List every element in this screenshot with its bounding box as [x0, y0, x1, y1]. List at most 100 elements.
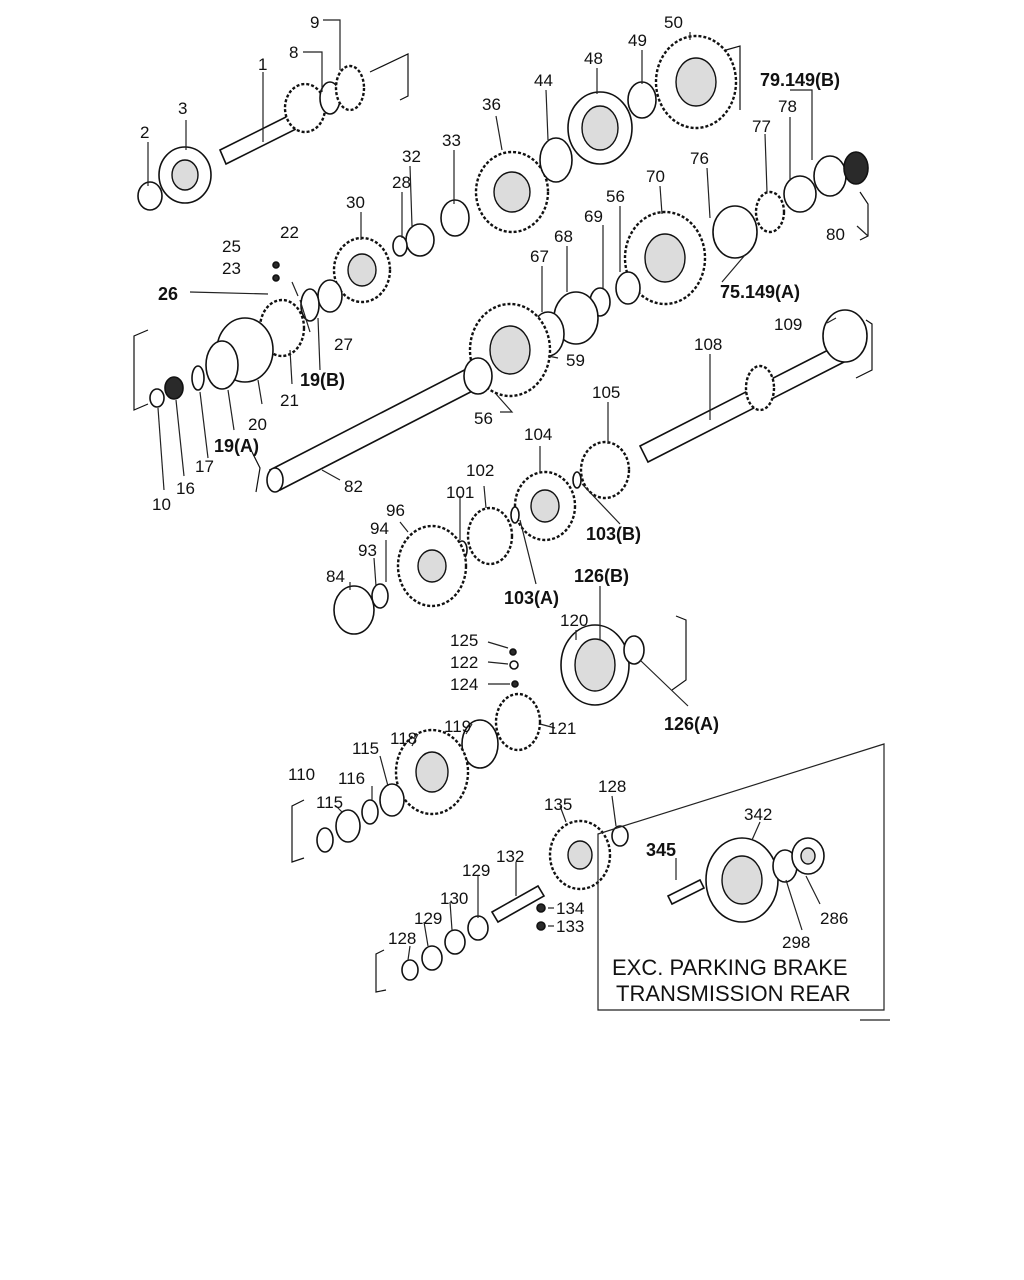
- label-p16: 16: [176, 479, 195, 498]
- inset-note-line2: TRANSMISSION REAR: [616, 981, 851, 1006]
- label-p103a: 103(A): [504, 588, 559, 608]
- group-bracket-126: [671, 615, 687, 691]
- label-p2: 2: [140, 123, 149, 142]
- inset-box: EXC. PARKING BRAKE TRANSMISSION REAR: [597, 743, 885, 1011]
- label-p93: 93: [358, 541, 377, 560]
- synchro-hub-48-inner: [581, 105, 619, 151]
- label-p105: 105: [592, 383, 620, 402]
- label-p22: 22: [280, 223, 299, 242]
- countershaft-group: [251, 302, 873, 493]
- leader-lines: [147, 19, 869, 961]
- lock-plate-134: [536, 903, 546, 913]
- gear-70-hub: [644, 233, 686, 283]
- label-p133: 133: [556, 917, 584, 936]
- snap-ring-17: [191, 365, 205, 391]
- washer-128b: [611, 825, 629, 847]
- needle-bearing-56b: [463, 357, 493, 395]
- label-p19b: 19(B): [300, 370, 345, 390]
- label-p3: 3: [178, 99, 187, 118]
- label-p79: 79.149(B): [760, 70, 840, 90]
- ring-28: [392, 235, 408, 257]
- synchro-ring-19b: [300, 288, 320, 322]
- bolt-345: [666, 878, 706, 906]
- label-p134: 134: [556, 899, 584, 918]
- reverse-group: [291, 615, 687, 863]
- label-p102: 102: [466, 461, 494, 480]
- label-p48: 48: [584, 49, 603, 68]
- washer-128a: [401, 959, 419, 981]
- label-p116: 116: [338, 769, 365, 788]
- label-p30: 30: [346, 193, 365, 212]
- label-p44: 44: [534, 71, 553, 90]
- label-p80: 80: [826, 225, 845, 244]
- part-labels: 1 2 3 8 9 10 16 17 19(A) 19(B) 20 21 22 …: [140, 13, 848, 952]
- label-p25: 25: [222, 237, 241, 256]
- label-p118: 118: [390, 729, 417, 748]
- label-p56a: 56: [606, 187, 625, 206]
- washer-10: [149, 388, 165, 408]
- washer-116: [361, 799, 379, 825]
- spacer-78: [783, 175, 817, 213]
- label-p23: 23: [222, 259, 241, 278]
- label-p96: 96: [386, 501, 405, 520]
- group-bracket-109: [855, 319, 873, 379]
- needle-bearing-115b: [335, 809, 361, 843]
- gear-30-hub: [347, 253, 377, 287]
- gear-77: [754, 190, 786, 234]
- label-p125: 125: [450, 631, 478, 650]
- gear-104-hub: [530, 489, 560, 523]
- label-p126a: 126(A): [664, 714, 719, 734]
- gear-36-hub: [493, 171, 531, 213]
- group-bracket-10: [133, 329, 149, 411]
- countershaft-gear: [744, 364, 776, 412]
- label-p78: 78: [778, 97, 797, 116]
- label-p108: 108: [694, 335, 722, 354]
- label-p132: 132: [496, 847, 524, 866]
- gear-59-hub: [489, 325, 531, 375]
- mainshaft-upper-group: [405, 34, 741, 257]
- ball-25: [272, 261, 280, 269]
- synchro-ring-19a: [205, 340, 239, 390]
- gear-96-hub: [417, 549, 447, 583]
- snap-ring-2: [137, 181, 163, 211]
- synchro-ring-119: [461, 719, 499, 769]
- label-p77: 77: [752, 117, 771, 136]
- snap-ring-93: [371, 583, 389, 609]
- needle-bearing-129b: [467, 915, 489, 941]
- label-p130: 130: [440, 889, 468, 908]
- gear-135-hub: [567, 840, 593, 870]
- label-p17: 17: [195, 457, 214, 476]
- inset-frame: [597, 743, 885, 1011]
- group-bracket-110: [291, 799, 305, 863]
- bearing-76: [712, 205, 758, 259]
- needle-bearing-49: [627, 81, 657, 119]
- label-p121: 121: [548, 719, 576, 738]
- label-p27: 27: [334, 335, 353, 354]
- label-p50: 50: [664, 13, 683, 32]
- label-p67: 67: [530, 247, 549, 266]
- label-p33: 33: [442, 131, 461, 150]
- label-p70: 70: [646, 167, 665, 186]
- label-p286: 286: [820, 909, 848, 928]
- label-p28: 28: [392, 173, 411, 192]
- pin-124: [511, 680, 519, 688]
- label-p135: 135: [544, 795, 572, 814]
- label-p20: 20: [248, 415, 267, 434]
- needle-bearing-33: [440, 199, 470, 237]
- label-p345: 345: [646, 840, 676, 860]
- bearing-84: [333, 585, 375, 635]
- group-bracket-9: [369, 53, 409, 101]
- needle-bearing-27: [317, 279, 343, 313]
- spacer-130: [444, 929, 466, 955]
- group-bracket-50: [725, 45, 741, 110]
- label-p103b: 103(B): [586, 524, 641, 544]
- spring-23: [272, 274, 280, 282]
- label-p69: 69: [584, 207, 603, 226]
- label-p109: 109: [774, 315, 802, 334]
- label-p115b: 115: [352, 739, 379, 758]
- label-p120: 120: [560, 611, 588, 630]
- label-p129a: 129: [414, 909, 442, 928]
- label-p36: 36: [482, 95, 501, 114]
- ring-32: [405, 223, 435, 257]
